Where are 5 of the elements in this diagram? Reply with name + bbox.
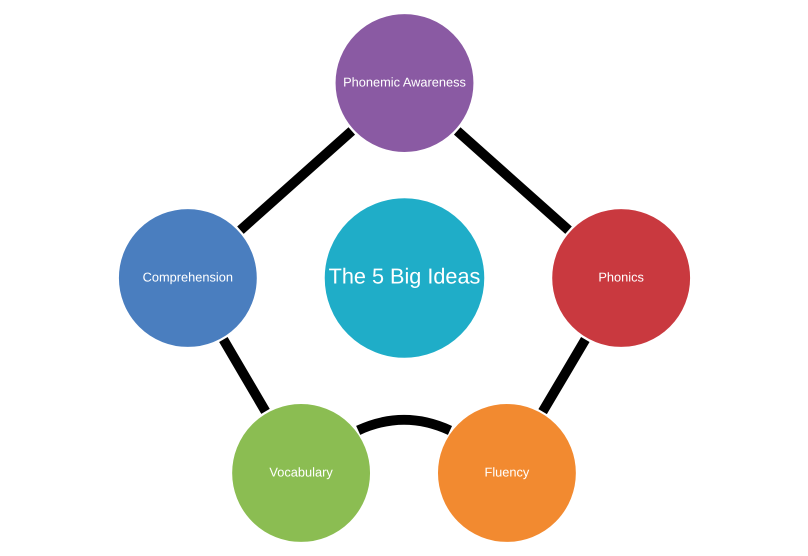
connector	[356, 414, 452, 435]
connector	[236, 127, 355, 234]
connector	[453, 127, 572, 234]
connector	[218, 337, 270, 414]
connector	[538, 337, 590, 414]
